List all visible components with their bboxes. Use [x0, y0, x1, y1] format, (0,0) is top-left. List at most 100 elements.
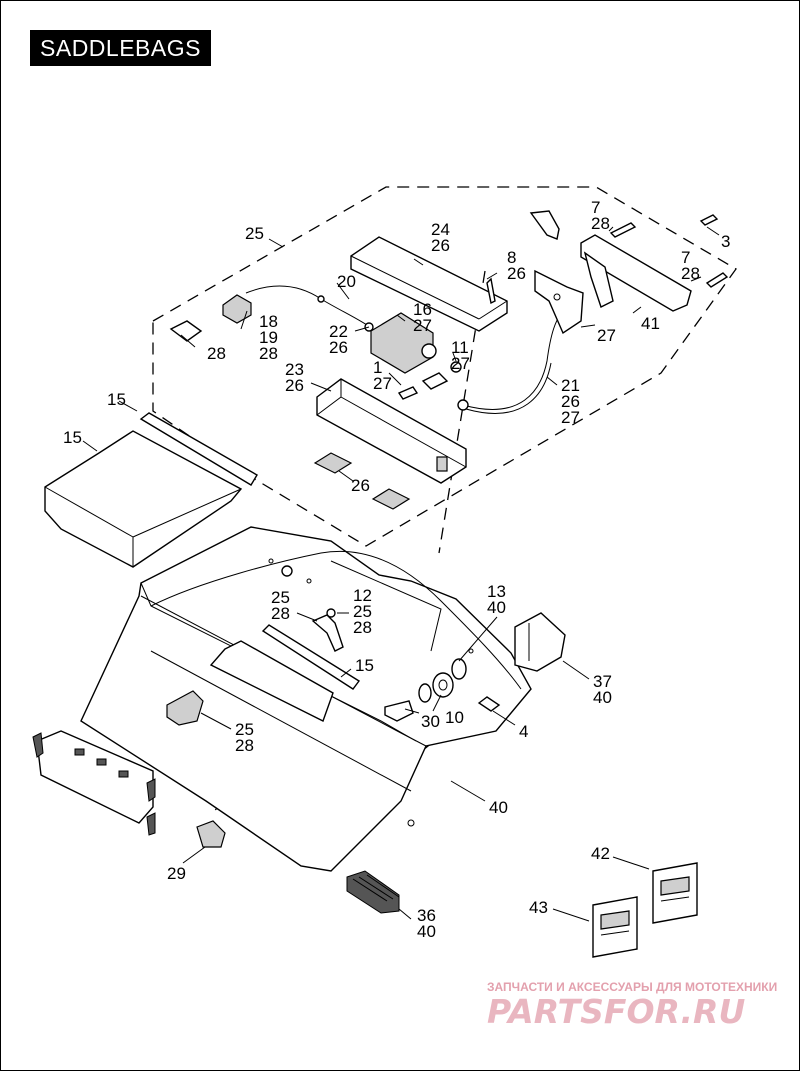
callout-20: 20	[337, 272, 356, 291]
lid-cover-plate	[350, 236, 508, 332]
saddlebag-lid-panel	[44, 430, 243, 568]
hook-screw	[326, 608, 336, 618]
watermark-logo: PARTSFOR.RU	[487, 992, 745, 1031]
edge	[132, 488, 242, 538]
callout-leaders	[82, 226, 720, 922]
screw	[705, 272, 729, 288]
screw	[397, 386, 419, 400]
link-rod	[421, 372, 449, 390]
mounting-rail	[36, 730, 154, 824]
screw	[486, 277, 496, 305]
body-hole	[407, 819, 415, 827]
callout-30: 30	[421, 712, 440, 731]
page-title: SADDLEBAGS	[30, 30, 211, 66]
actuator-end	[421, 343, 437, 359]
callout-10: 10	[445, 708, 464, 727]
rail-slot	[118, 770, 129, 778]
rail-slot	[74, 748, 85, 756]
callout-25: 25	[245, 224, 264, 243]
callout-28: 28	[207, 344, 226, 363]
callout-40: 40	[489, 798, 508, 817]
edge	[350, 255, 480, 320]
adhesive-pad	[313, 452, 353, 474]
screw	[609, 222, 637, 238]
washer	[418, 683, 432, 703]
callout-29: 29	[167, 864, 186, 883]
lever-arm	[583, 251, 614, 308]
screw	[477, 696, 501, 712]
callout-3: 3	[721, 232, 730, 251]
callout-43: 43	[529, 898, 548, 917]
grommet	[451, 658, 467, 680]
edge	[340, 396, 467, 468]
callout-26: 26	[351, 476, 370, 495]
grommet-hole	[438, 679, 448, 691]
latch-slot	[436, 456, 448, 472]
body-crease	[150, 650, 412, 792]
body-inner-edge	[150, 550, 522, 690]
cable-end	[457, 399, 469, 411]
spring-bumper	[346, 870, 400, 914]
callout-15-inner: 15	[355, 656, 374, 675]
rail-clip	[146, 778, 156, 802]
wire-clip	[317, 295, 325, 303]
key-tab	[529, 210, 560, 240]
inner-plate	[209, 640, 334, 722]
callout-15-strap: 15	[107, 390, 126, 409]
body-hole	[281, 565, 293, 577]
body-rim	[140, 595, 427, 747]
callout-41: 41	[641, 314, 660, 333]
callout-42: 42	[591, 844, 610, 863]
latch-post	[166, 690, 204, 726]
watermark-tagline: ЗАПЧАСТИ И АКСЕССУАРЫ ДЛЯ МОТОТЕХНИКИ	[487, 980, 777, 994]
body-crease	[330, 560, 442, 652]
connector-plug	[222, 294, 252, 324]
decal-card-43	[592, 896, 638, 958]
rail-clip	[146, 812, 156, 836]
rail-slot	[96, 758, 107, 766]
connector-pin	[169, 320, 203, 342]
body-hole	[268, 558, 274, 564]
hinge-bracket	[534, 269, 584, 335]
release-cable	[462, 312, 562, 410]
release-cable	[465, 362, 552, 414]
callout-4: 4	[519, 722, 528, 741]
lid-strap	[139, 412, 258, 486]
bracket-hole	[553, 293, 561, 301]
callout-27: 27	[597, 326, 616, 345]
adhesive-pad	[371, 488, 411, 510]
body-hole	[468, 648, 474, 654]
nut	[450, 361, 462, 373]
latch-knob	[384, 700, 414, 722]
latch-lever-bar	[580, 234, 692, 312]
rail-clip	[32, 732, 44, 758]
edge	[478, 300, 508, 320]
grommet	[432, 672, 454, 698]
screw	[699, 214, 719, 226]
callout-15-lid: 15	[63, 428, 82, 447]
trim-clip	[196, 820, 226, 848]
assembly-boundary-dashed	[152, 186, 737, 547]
decal-card-42	[652, 862, 698, 924]
body-hole	[306, 578, 312, 584]
inner-strap	[261, 624, 361, 690]
mounting-bracket	[514, 612, 566, 672]
